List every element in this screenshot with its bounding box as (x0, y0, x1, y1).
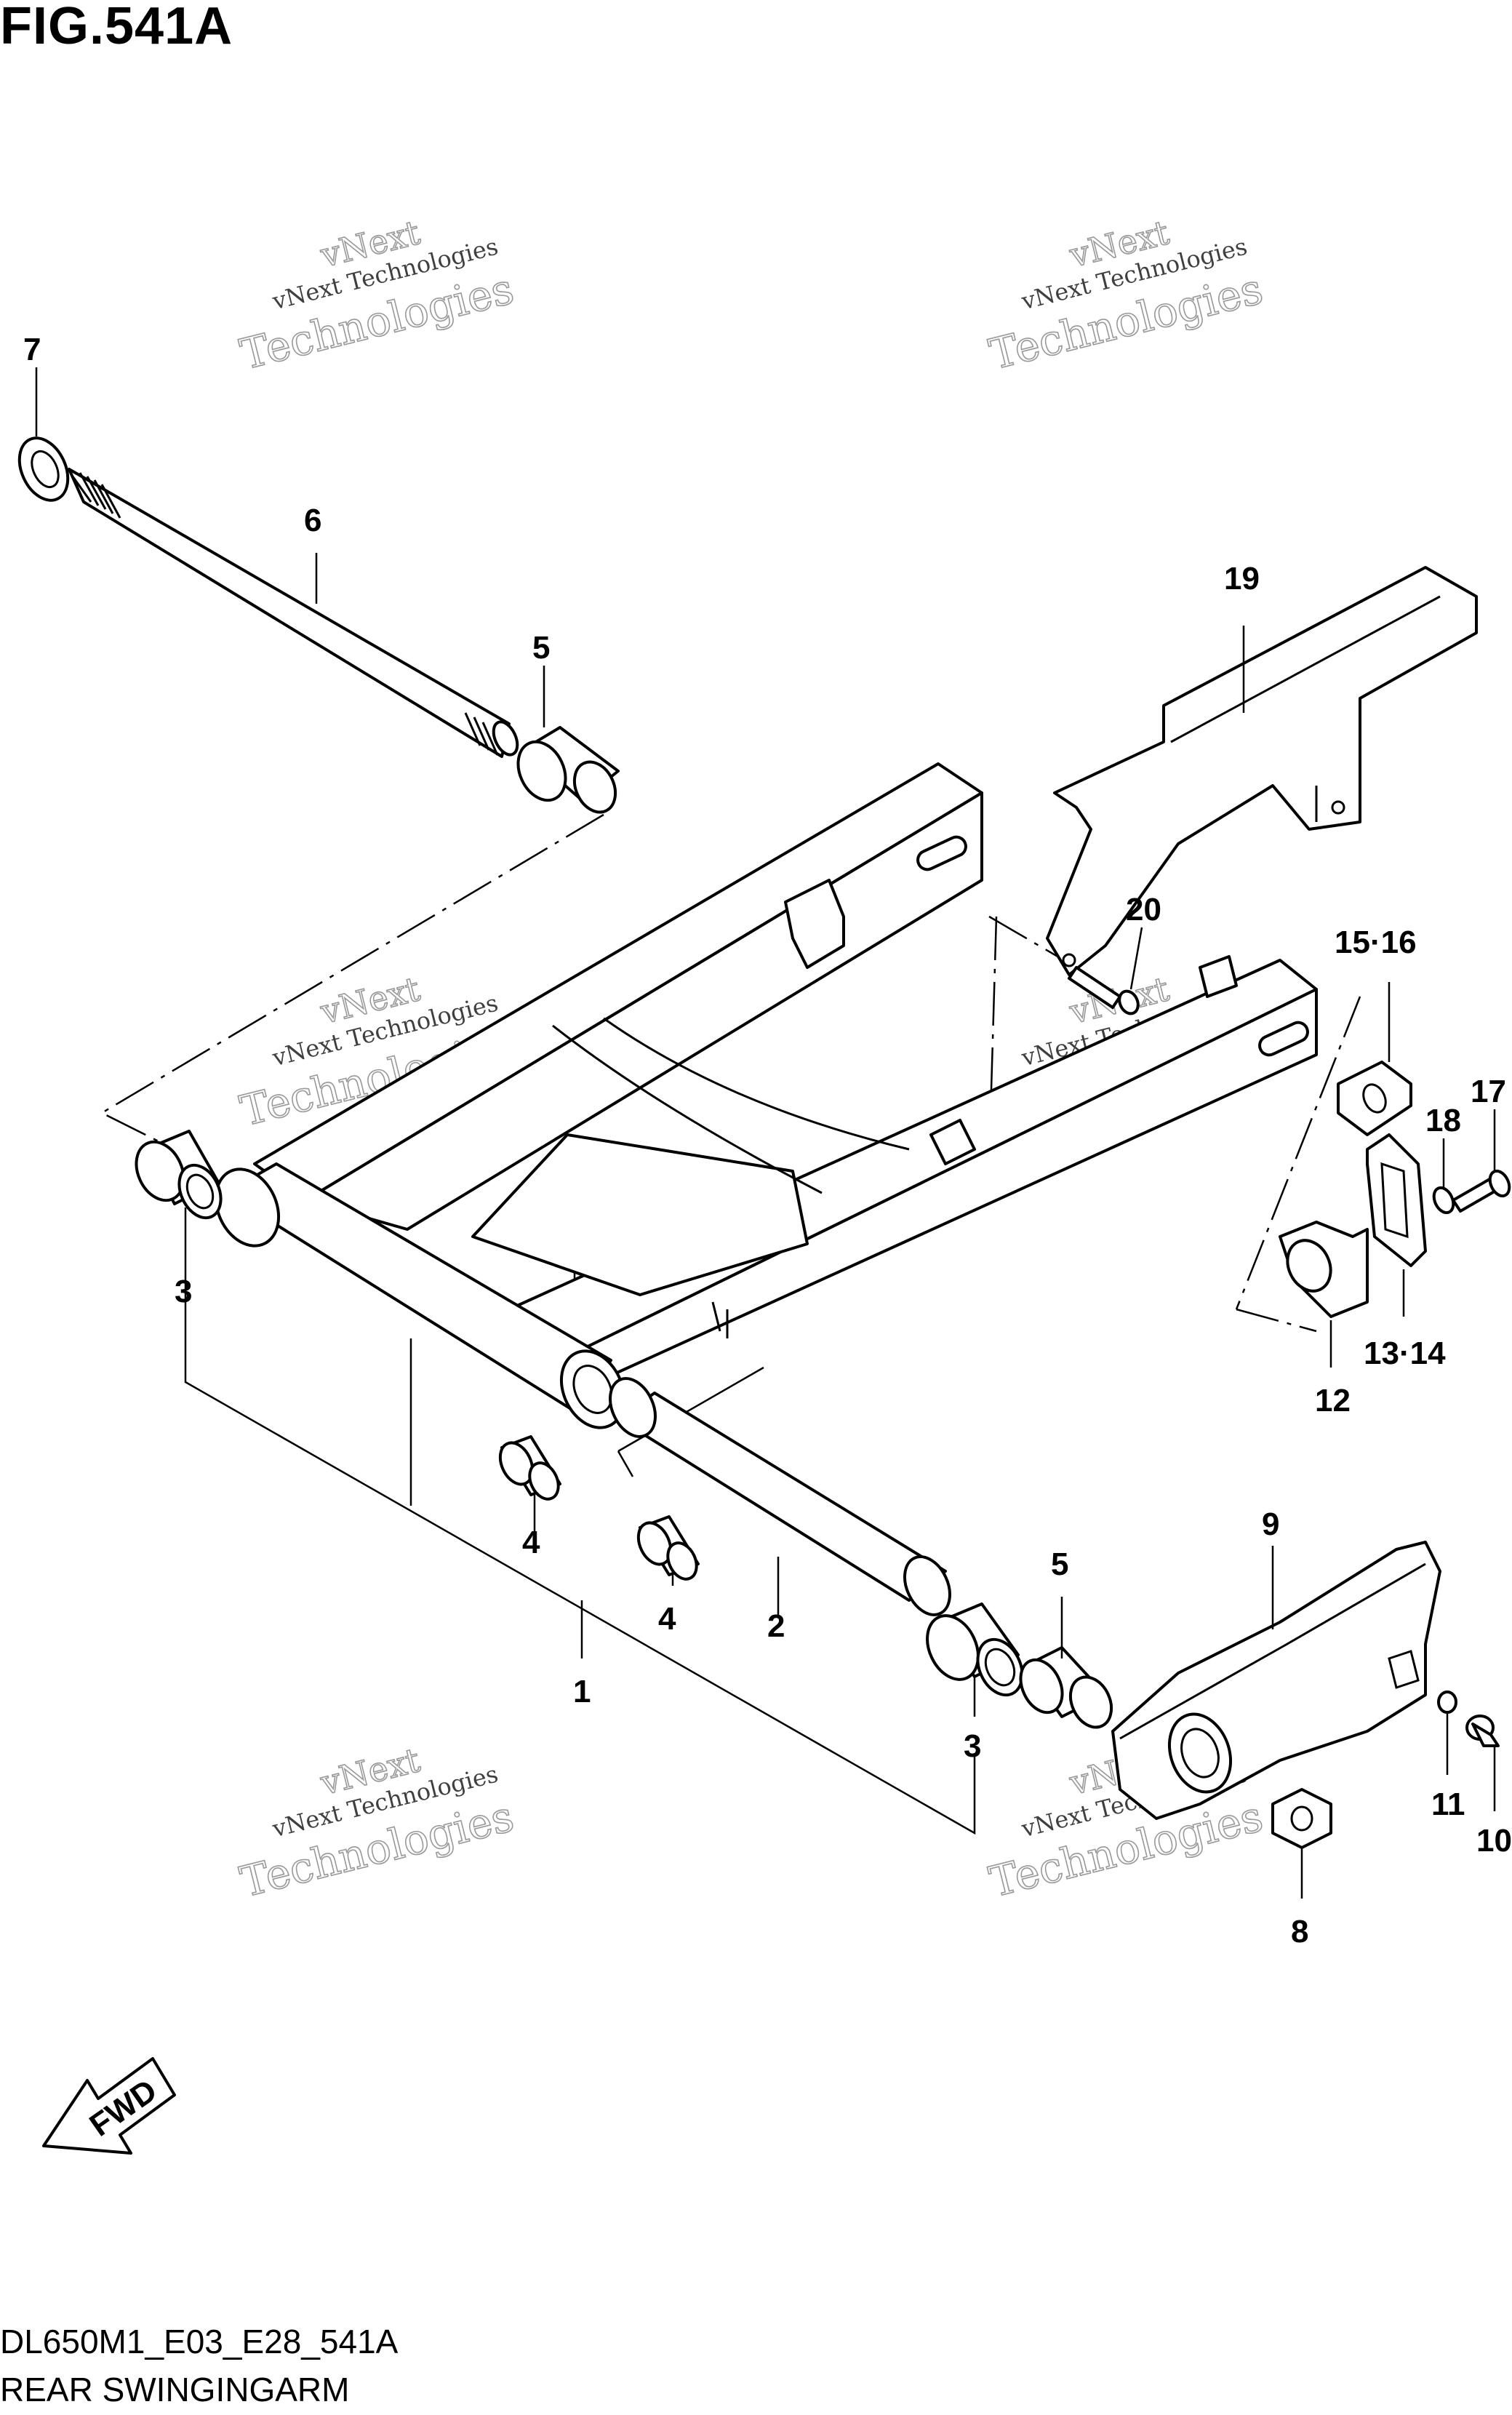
part-5-lower-bush (1019, 1646, 1113, 1729)
part-7-nut (17, 436, 70, 502)
callout-12: 12 (1315, 1383, 1351, 1418)
callout-9: 9 (1262, 1506, 1279, 1542)
part-3-right-bearing (926, 1602, 1024, 1697)
part-6-pivot-shaft (68, 468, 519, 758)
part-19-chain-cover (1046, 566, 1478, 976)
figure-title: FIG.541A (0, 0, 233, 55)
callout-15-16: 15·16 (1335, 925, 1417, 960)
callout-2: 2 (767, 1608, 785, 1644)
part-4-needle-bearing-a (498, 1435, 561, 1501)
part-3-left-bearing (135, 1130, 223, 1220)
callout-3-right: 3 (964, 1728, 981, 1764)
part-13-14-adjuster (1366, 1133, 1427, 1267)
right-adjuster-slot (1258, 1021, 1309, 1057)
part-11-collar (1437, 1691, 1457, 1714)
leader-lines (35, 367, 1496, 1899)
callout-10: 10 (1476, 1823, 1512, 1859)
watermark-top-left: vNext Technologies vNext Technologies (235, 212, 519, 380)
callout-13-14: 13·14 (1364, 1336, 1446, 1371)
part-17-bolt (1452, 1169, 1511, 1213)
part-12-chain-adjuster (1279, 1221, 1369, 1318)
part-18-washer (1432, 1186, 1455, 1215)
callout-1: 1 (573, 1674, 591, 1709)
forward-direction-arrow: FWD (42, 2057, 176, 2155)
callout-19: 19 (1224, 561, 1260, 596)
callout-3-left: 3 (175, 1274, 192, 1309)
shaft-thread-right (464, 712, 499, 756)
part-4-needle-bearing-b (636, 1515, 700, 1581)
figure-name: REAR SWINGINGARM (0, 2371, 350, 2408)
callout-6: 6 (304, 503, 321, 538)
callout-11: 11 (1431, 1787, 1465, 1822)
callout-5-lower: 5 (1051, 1546, 1068, 1582)
part-5-upper-bush (516, 726, 620, 814)
part-1-swingarm (214, 762, 1318, 1429)
callout-7: 7 (23, 332, 41, 367)
part-2-pivot-tube (609, 1377, 951, 1616)
callout-labels: 7 6 5 19 20 15·16 17 18 13·14 12 3 4 4 2… (23, 332, 1512, 1949)
part-9-chain-case (1111, 1541, 1441, 1820)
part-15-16-plate (1337, 1061, 1412, 1136)
callout-5-upper: 5 (532, 630, 550, 666)
part-10-bolt (1465, 1715, 1500, 1747)
watermark-bottom-left: vNext Technologies vNext Technologies (235, 1739, 519, 1907)
figure-code: DL650M1_E03_E28_541A (0, 2323, 399, 2360)
callout-20: 20 (1126, 892, 1161, 927)
shaft-thread-left (71, 472, 121, 519)
callout-4-a: 4 (522, 1525, 540, 1560)
callout-17: 17 (1471, 1074, 1506, 1109)
part-20-bolt (1068, 966, 1140, 1015)
callout-4-b: 4 (658, 1601, 676, 1637)
left-adjuster-slot (916, 835, 967, 871)
part-8-nut (1271, 1788, 1332, 1849)
callout-8: 8 (1291, 1914, 1308, 1949)
watermark-top-right: vNext Technologies vNext Technologies (984, 212, 1268, 380)
callout-18: 18 (1425, 1103, 1461, 1138)
